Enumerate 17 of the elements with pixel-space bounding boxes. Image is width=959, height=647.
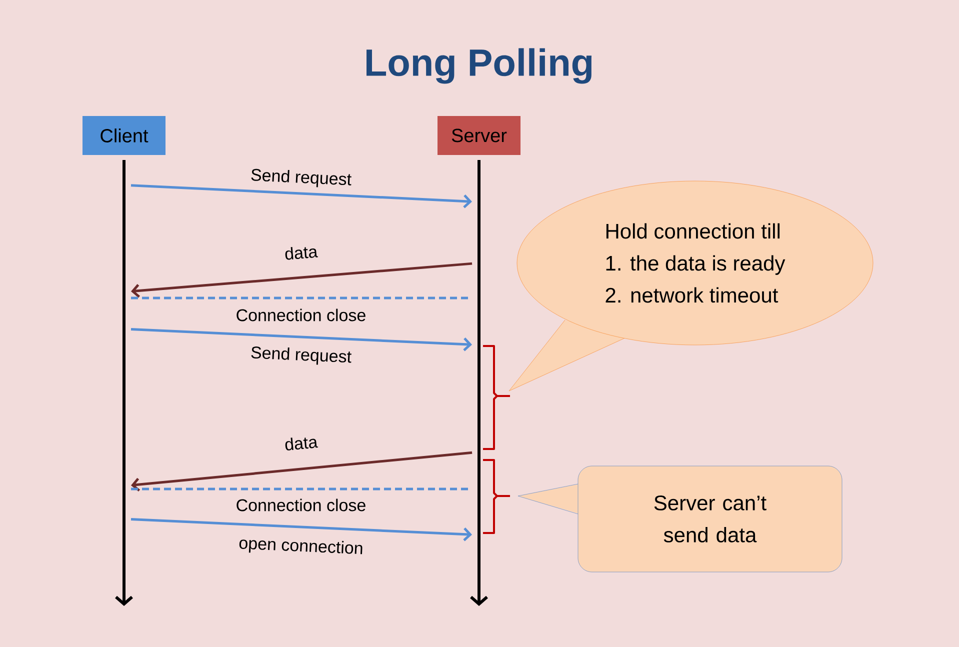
edge-label: Connection close bbox=[236, 498, 366, 512]
edge-label: data bbox=[285, 438, 318, 450]
arrow bbox=[130, 451, 472, 492]
edge-label: Send request bbox=[251, 168, 352, 188]
title: Long Polling bbox=[366, 48, 592, 84]
edge-label: Connection close bbox=[236, 308, 366, 322]
participant-box: Server bbox=[438, 116, 520, 155]
arrow bbox=[130, 184, 472, 208]
arrow bbox=[130, 328, 472, 352]
speech-bubble: Hold connection till 1. the data is ready 2. network timeout bbox=[508, 180, 874, 392]
arrow bbox=[130, 262, 472, 298]
speech-bubble: Server can’t send data bbox=[518, 466, 842, 572]
edge-label: data bbox=[285, 246, 318, 260]
edge-label: Send request bbox=[251, 346, 352, 365]
edge-label: open connection bbox=[239, 540, 362, 554]
participant-box: Client bbox=[82, 116, 166, 155]
arrow bbox=[130, 518, 472, 542]
